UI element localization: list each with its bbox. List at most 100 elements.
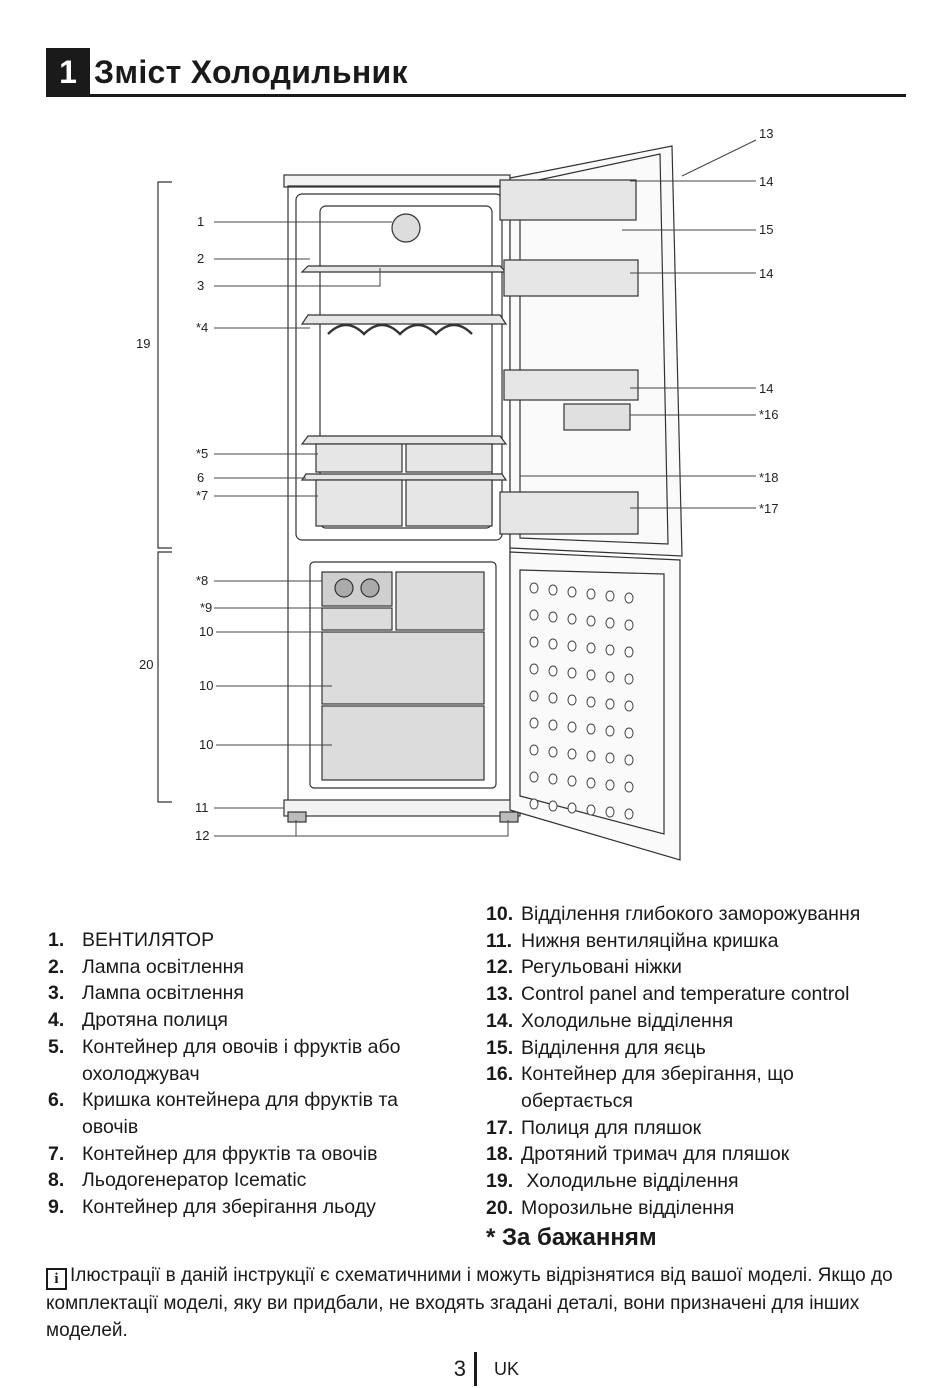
door-dimple <box>548 719 558 731</box>
door-dimple <box>624 781 634 793</box>
crisper-top-right <box>405 443 493 473</box>
callout-10a: 10 <box>199 624 213 639</box>
list-item: 18.Дротяний тримач для пляшок <box>486 1141 906 1168</box>
door-dimple <box>529 582 539 594</box>
item-number: 2. <box>48 955 65 978</box>
door-dimple <box>567 694 577 706</box>
info-note-text: Ілюстрації в даній інструкції є схематич… <box>46 1265 893 1341</box>
icematic <box>321 571 393 607</box>
door-dimple <box>624 619 634 631</box>
optional-note: * За бажанням <box>486 1224 657 1251</box>
page-footer: 3 UK <box>0 1352 950 1388</box>
item-number: 16. <box>486 1063 514 1086</box>
list-item: 9.Контейнер для зберігання льоду <box>48 1194 448 1221</box>
callout-9: *9 <box>200 600 212 615</box>
door-dimple <box>586 588 596 600</box>
door-dimple <box>567 640 577 652</box>
list-item: 16.Контейнер для зберігання, що обертаєт… <box>486 1061 906 1114</box>
freezer-door <box>509 551 681 861</box>
item-text: Лампа освітлення <box>82 955 244 978</box>
item-text: Морозильне відділення <box>521 1196 735 1219</box>
door-dimple <box>529 717 539 729</box>
callout-11: 11 <box>195 800 209 815</box>
list-item: 13.Control panel and temperature control <box>486 981 906 1008</box>
list-item: 11.Нижня вентиляційна кришка <box>486 928 906 955</box>
callout-4: *4 <box>196 320 208 335</box>
door-dimple <box>529 744 539 756</box>
door-balcony-lower <box>503 369 639 401</box>
item-number: 17. <box>486 1116 514 1139</box>
door-dimple <box>529 663 539 675</box>
door-dimple <box>605 806 615 818</box>
item-number: 8. <box>48 1169 65 1192</box>
callout-13: 13 <box>759 126 773 141</box>
info-icon: i <box>46 1268 67 1290</box>
callout-10c: 10 <box>199 737 213 752</box>
crisper-cover <box>300 435 508 445</box>
item-number: 18. <box>486 1143 514 1166</box>
door-dimple <box>624 754 634 766</box>
door-dimple <box>586 723 596 735</box>
page-title: Зміст Холодильник <box>94 54 408 90</box>
list-item: 19. Холодильне відділення <box>486 1168 906 1195</box>
callout-8: *8 <box>196 573 208 588</box>
door-dimple <box>548 746 558 758</box>
fridge-compartment <box>295 193 503 541</box>
item-text: Контейнер для фруктів та овочів <box>82 1142 378 1165</box>
door-dimple <box>605 671 615 683</box>
door-balcony-top <box>499 179 637 221</box>
language-code: UK <box>494 1359 520 1379</box>
crisper-bottom-right <box>405 479 493 527</box>
door-dimple <box>586 777 596 789</box>
door-dimple <box>529 690 539 702</box>
item-text: Контейнер для овочів і фруктів або охоло… <box>82 1035 401 1085</box>
door-dimple <box>529 798 539 810</box>
door-dimple <box>567 613 577 625</box>
door-dimple <box>548 584 558 596</box>
callout-7: *7 <box>196 488 208 503</box>
bracket-fridge <box>157 181 172 549</box>
freezer-door-dimples <box>529 582 634 820</box>
door-dimple <box>624 646 634 658</box>
fridge-inner-back <box>319 205 493 529</box>
fridge-diagram: 1 2 3 *4 *5 6 *7 *8 *9 10 10 10 11 12 13… <box>136 126 779 861</box>
door-dimple <box>586 615 596 627</box>
fan <box>391 213 421 243</box>
parts-list-right: 10.Відділення глибокого заморожування 11… <box>486 901 906 1221</box>
callout-16: *16 <box>759 407 779 422</box>
callout-14a: 14 <box>759 174 773 189</box>
foot-right <box>499 811 519 823</box>
door-dimple <box>605 752 615 764</box>
foot-left <box>287 811 307 823</box>
door-dimple <box>548 692 558 704</box>
list-item: 2. Лампа освітлення <box>48 954 448 981</box>
callout-20: 20 <box>139 657 153 672</box>
door-dimple <box>548 665 558 677</box>
fridge-door-seal <box>519 153 669 545</box>
list-item: 20. Морозильне відділення <box>486 1195 906 1222</box>
footer-divider <box>474 1352 477 1386</box>
fridge-door <box>509 145 683 557</box>
item-text: Контейнер для зберігання льоду <box>82 1196 376 1219</box>
door-dimple <box>567 586 577 598</box>
door-dimple <box>548 611 558 623</box>
crisper-bottom-left <box>315 479 403 527</box>
door-dimple <box>548 800 558 812</box>
section-header: 1 Зміст Холодильник <box>46 48 906 97</box>
item-number: 20. <box>486 1196 514 1219</box>
item-text: Регульовані ніжки <box>521 956 682 979</box>
item-text: Відділення для яєць <box>521 1036 706 1059</box>
door-dimple <box>586 750 596 762</box>
freezer-drawer-2 <box>321 705 485 781</box>
callout-2: 2 <box>197 251 204 266</box>
door-dimple <box>529 771 539 783</box>
list-item: 12.Регульовані ніжки <box>486 954 906 981</box>
list-item: 15.Відділення для яєць <box>486 1035 906 1062</box>
item-number: 11. <box>486 929 513 952</box>
door-dimple <box>605 590 615 602</box>
door-dimple <box>624 673 634 685</box>
callout-17: *17 <box>759 501 779 516</box>
item-text: Кришка контейнера для фруктів та овочів <box>82 1089 398 1138</box>
list-item: 3.Лампа освітлення <box>48 980 448 1007</box>
door-dimple <box>605 644 615 656</box>
